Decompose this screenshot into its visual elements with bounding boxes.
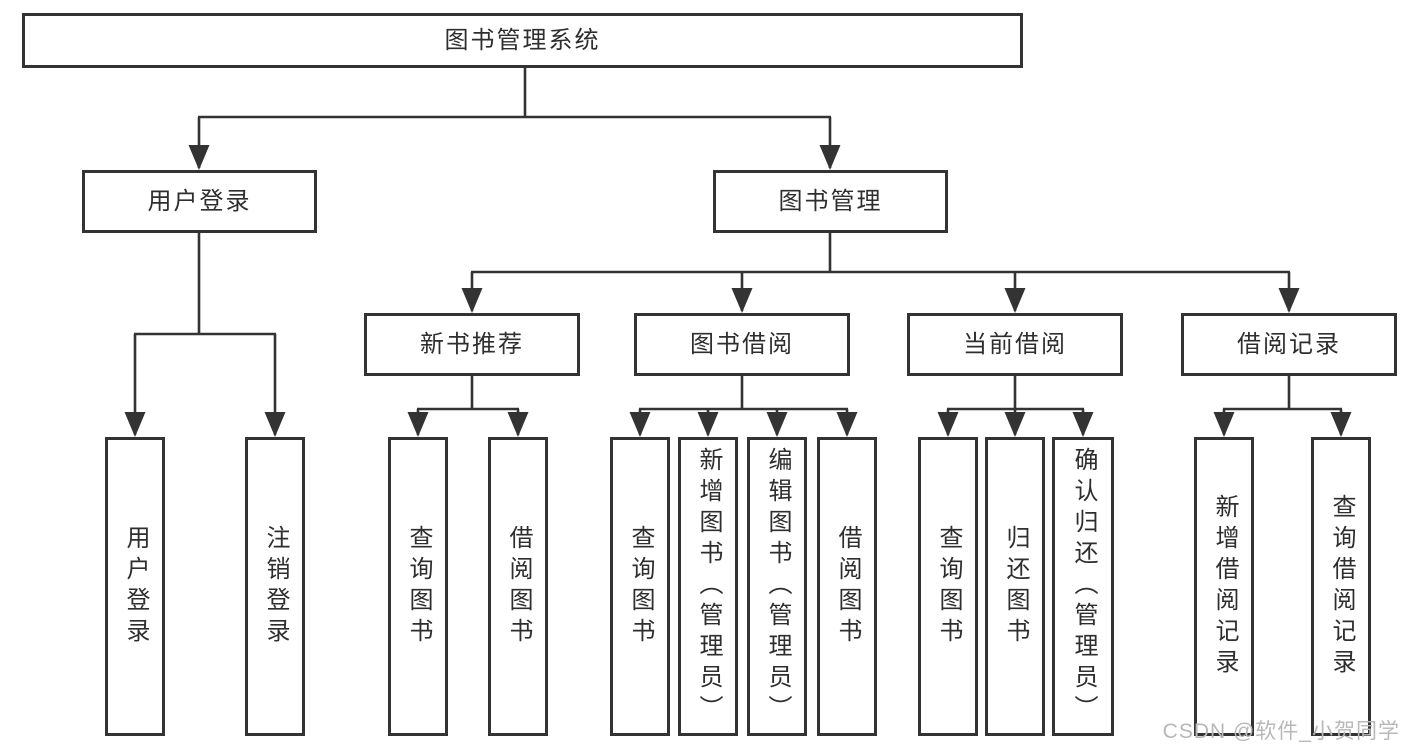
leaf-current-confirm-return-admin: 确认归还（管理员） [1052, 437, 1114, 736]
leaf-records-query-borrow-record: 查询借阅记录 [1311, 437, 1371, 736]
node-label: 归还图书 [1002, 524, 1029, 649]
watermark: CSDN @软件_小贺同学 [1162, 720, 1400, 743]
node-label: 新书推荐 [420, 330, 524, 358]
node-user-login: 用户登录 [82, 170, 317, 233]
leaf-borrowing-borrow-book: 借阅图书 [817, 437, 877, 736]
node-current-borrowing: 当前借阅 [907, 313, 1123, 376]
node-label: 用户登录 [147, 187, 252, 215]
node-book-management: 图书管理 [713, 170, 948, 233]
node-label: 编辑图书（管理员） [764, 447, 791, 726]
node-label: 图书管理系统 [444, 26, 601, 54]
leaf-logout: 注销登录 [245, 437, 305, 736]
node-label: 图书借阅 [690, 330, 794, 358]
leaf-borrowing-query-book: 查询图书 [610, 437, 670, 736]
node-label: 新增图书（管理员） [695, 447, 722, 726]
node-new-book-recommendation: 新书推荐 [364, 313, 580, 376]
node-borrowing-records: 借阅记录 [1181, 313, 1397, 376]
leaf-recommend-borrow-book: 借阅图书 [488, 437, 548, 736]
node-label: 借阅图书 [505, 524, 532, 649]
node-label: 借阅记录 [1237, 330, 1341, 358]
leaf-user-login: 用户登录 [105, 437, 165, 736]
node-label: 查询图书 [627, 524, 654, 649]
node-label: 确认归还（管理员） [1070, 447, 1097, 726]
leaf-records-add-borrow-record: 新增借阅记录 [1194, 437, 1254, 736]
node-library-management-system: 图书管理系统 [22, 13, 1023, 68]
leaf-recommend-query-book: 查询图书 [388, 437, 448, 736]
leaf-current-query-book: 查询图书 [918, 437, 978, 736]
node-label: 借阅图书 [834, 524, 861, 649]
node-label: 查询图书 [405, 524, 432, 649]
node-label: 查询图书 [935, 524, 962, 649]
node-label: 新增借阅记录 [1211, 493, 1238, 680]
node-label: 注销登录 [262, 524, 289, 649]
leaf-current-return-book: 归还图书 [985, 437, 1045, 736]
node-label: 用户登录 [122, 524, 149, 649]
node-label: 当前借阅 [963, 330, 1067, 358]
node-label: 查询借阅记录 [1328, 493, 1355, 680]
node-book-borrowing: 图书借阅 [634, 313, 850, 376]
leaf-borrowing-edit-book-admin: 编辑图书（管理员） [747, 437, 807, 736]
node-label: 图书管理 [778, 187, 883, 215]
leaf-borrowing-add-book-admin: 新增图书（管理员） [678, 437, 738, 736]
